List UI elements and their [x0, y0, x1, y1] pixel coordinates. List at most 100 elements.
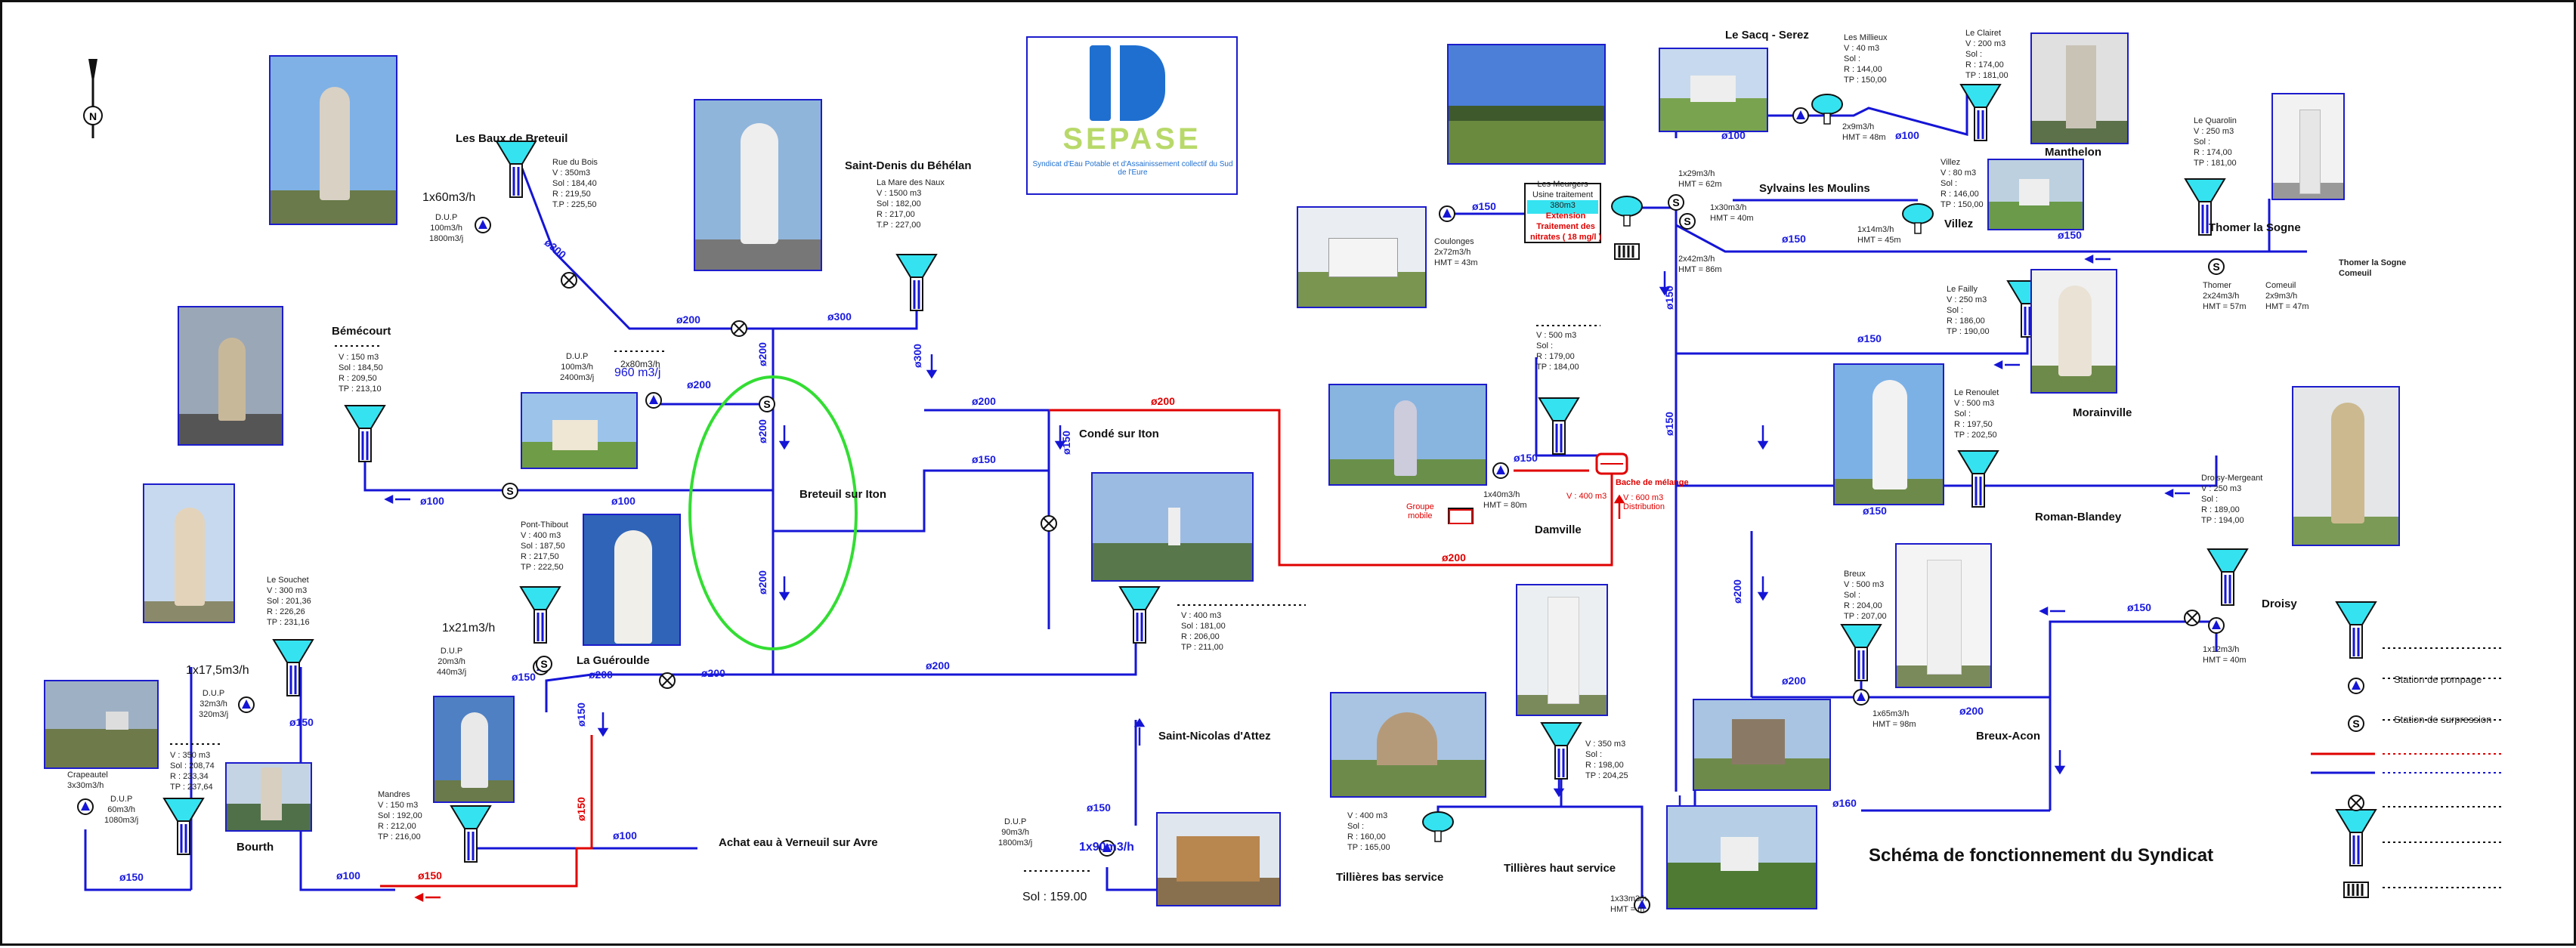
info-bourth: V : 350 m3 Sol : 208,74 R : 233,34 TP : …: [170, 751, 215, 792]
place-tillieres-haut: Tillières haut service: [1504, 862, 1616, 875]
pipe-label: ø200: [1730, 579, 1743, 604]
place-droisy: Droisy: [2262, 598, 2297, 610]
place-sylvains: Sylvains les Moulins: [1759, 182, 1870, 195]
dotted-lines: [170, 325, 2503, 888]
photo-water-tower: [694, 99, 822, 271]
pipe-label: ø150: [289, 716, 314, 728]
pump-thomer: Thomer 2x24m3/h HMT = 57m: [2203, 281, 2247, 311]
place-conde: Condé sur Iton: [1079, 428, 1159, 440]
svg-text:N: N: [89, 110, 97, 122]
place-achat: Achat eau à Verneuil sur Avre: [719, 836, 878, 849]
place-manthelon: Manthelon: [2045, 146, 2101, 159]
pump-sacq: 2x9m3/h HMT = 48m: [1842, 122, 1886, 142]
pipe-label: ø150: [1662, 286, 1675, 310]
photo-water-tower: [583, 514, 681, 646]
logo-name: SEPASE: [1062, 122, 1201, 156]
legend-booster: Station de surpression: [2394, 714, 2492, 725]
pump-tillieres: 1x33m3/h HMT = m: [1610, 894, 1647, 914]
pump-s3: 2x42m3/h HMT = 86m: [1678, 255, 1722, 274]
photo-water-tower: [178, 306, 283, 446]
info-failly: Le Failly V : 250 m3 Sol : R : 186,00 TP…: [1947, 285, 1990, 336]
pipe-label: ø150: [1059, 431, 1072, 455]
groupe-mobile-icon: [1449, 509, 1473, 524]
info-quarolin: Le Quarolin V : 250 m3 Sol : R : 174,00 …: [2194, 116, 2237, 168]
pump-villez: 1x14m3/h HMT = 45m: [1857, 225, 1901, 245]
pipe-label: ø100: [611, 495, 635, 507]
place-morainville: Morainville: [2073, 406, 2132, 419]
photo-water-tower-coloured: [1328, 384, 1487, 486]
photo-building: [1659, 48, 1768, 132]
photo-water-tower: [1895, 543, 1992, 688]
breteuil-zone-ellipse: [688, 375, 858, 650]
photo-building: [1156, 812, 1281, 906]
info-tillieres-bas: V : 400 m3 Sol : R : 160,00 TP : 165,00: [1347, 811, 1390, 852]
place-damville: Damville: [1535, 523, 1582, 536]
place-villez: Villez: [1944, 218, 1974, 230]
dup-souchet: D.U.P 32m3/h 320m3/j: [199, 689, 229, 719]
photo-building: [1987, 159, 2084, 230]
pipe-label: ø200: [701, 667, 725, 679]
sol-159: Sol : 159.00: [1022, 891, 1087, 903]
pipe-label: ø200: [676, 313, 700, 326]
photo-tower-small: [225, 762, 312, 832]
place-baux: Les Baux de Breteuil: [456, 132, 568, 145]
pipe-label: ø300: [911, 344, 923, 368]
place-sacq: Le Sacq - Serez: [1725, 29, 1809, 42]
logo-mark-icon: [1090, 45, 1111, 121]
flow-arrows: [384, 254, 2190, 820]
pipe-label-red: ø200: [1442, 551, 1466, 564]
pipe-label: ø150: [1514, 452, 1538, 464]
red-arrows: [414, 494, 1625, 903]
pump-droisy: 1x12m3/h HMT = 40m: [2203, 645, 2247, 665]
photo-water-tower: [2030, 269, 2117, 394]
logo-subtitle: Syndicat d'Eau Potable et d'Assainisseme…: [1032, 160, 1233, 177]
dup-breteuil: D.U.P 100m3/h 2400m3/j: [560, 352, 595, 382]
place-bourth: Bourth: [237, 841, 274, 854]
groupe-mobile-label: Groupe mobile: [1406, 502, 1434, 520]
pipe-label: ø200: [756, 342, 768, 366]
pipe-label: ø200: [1782, 675, 1806, 687]
pipe-label: ø200: [1959, 705, 1984, 717]
photo-field: [44, 680, 159, 769]
place-bemecourt: Bémécourt: [332, 325, 391, 338]
pump-breux: 1x65m3/h HMT = 98m: [1872, 709, 1916, 729]
pipe-label: ø150: [972, 453, 996, 465]
sepase-logo: SEPASE Syndicat d'Eau Potable et d'Assai…: [1026, 36, 1238, 195]
info-bemecourt: V : 150 m3 Sol : 184,50 R : 209,50 TP : …: [339, 353, 383, 394]
pipe-label: ø150: [119, 871, 144, 883]
pipe-label: ø200: [687, 378, 711, 391]
pipe-label: ø150: [1863, 505, 1887, 517]
pipe-label: ø200: [972, 395, 996, 407]
pipe-label-red: ø150: [418, 869, 442, 882]
info-crapeautel: Crapeautel 3x30m3/h: [67, 770, 108, 790]
pipe-label: ø100: [1895, 129, 1919, 141]
diagram-title: Schéma de fonctionnement du Syndicat: [1869, 845, 2214, 866]
info-clairet: Le Clairet V : 200 m3 Sol : R : 174,00 T…: [1965, 29, 2009, 80]
pipe-label: ø200: [756, 419, 768, 443]
pipe-label: ø300: [827, 310, 852, 323]
photo-building: [1693, 699, 1831, 791]
info-villez: Villez V : 80 m3 Sol : R : 146,00 TP : 1…: [1941, 158, 1984, 209]
legend: Station de pompage Station de surpressio…: [2299, 641, 2526, 905]
info-rue-du-bois: Rue du Bois V : 350m3 Sol : 184,40 R : 2…: [552, 158, 598, 209]
place-thomer: Thomer la Sogne: [2209, 221, 2301, 234]
pipe-label: ø150: [1662, 412, 1675, 436]
info-damville-tank: V : 500 m3 Sol : R : 179,00 TP : 184,00: [1536, 331, 1579, 372]
photo-building: [1666, 805, 1817, 909]
pipe-label-red: ø200: [1151, 395, 1175, 407]
treatment-plant-water: [1527, 200, 1598, 214]
photo-building: [1330, 692, 1486, 798]
dup-crapeautel: D.U.P 60m3/h 1080m3/j: [104, 795, 139, 825]
info-breux: Breux V : 500 m3 Sol : R : 204,00 TP : 2…: [1844, 570, 1887, 621]
pipe-label: ø100: [336, 869, 360, 882]
place-saint-denis: Saint-Denis du Béhélan: [845, 159, 972, 172]
pipe-label: ø100: [613, 829, 637, 841]
place-saint-nicolas: Saint-Nicolas d'Attez: [1158, 730, 1271, 743]
photo-water-tower: [2271, 93, 2345, 200]
photo-water-tower: [269, 55, 397, 225]
pipe-label: ø150: [512, 671, 536, 683]
photo-water-tower: [2030, 32, 2129, 144]
pipe-label: ø150: [1472, 200, 1496, 212]
info-droisy: Droisy-Mergeant V : 250 m3 Sol : R : 189…: [2201, 474, 2263, 525]
